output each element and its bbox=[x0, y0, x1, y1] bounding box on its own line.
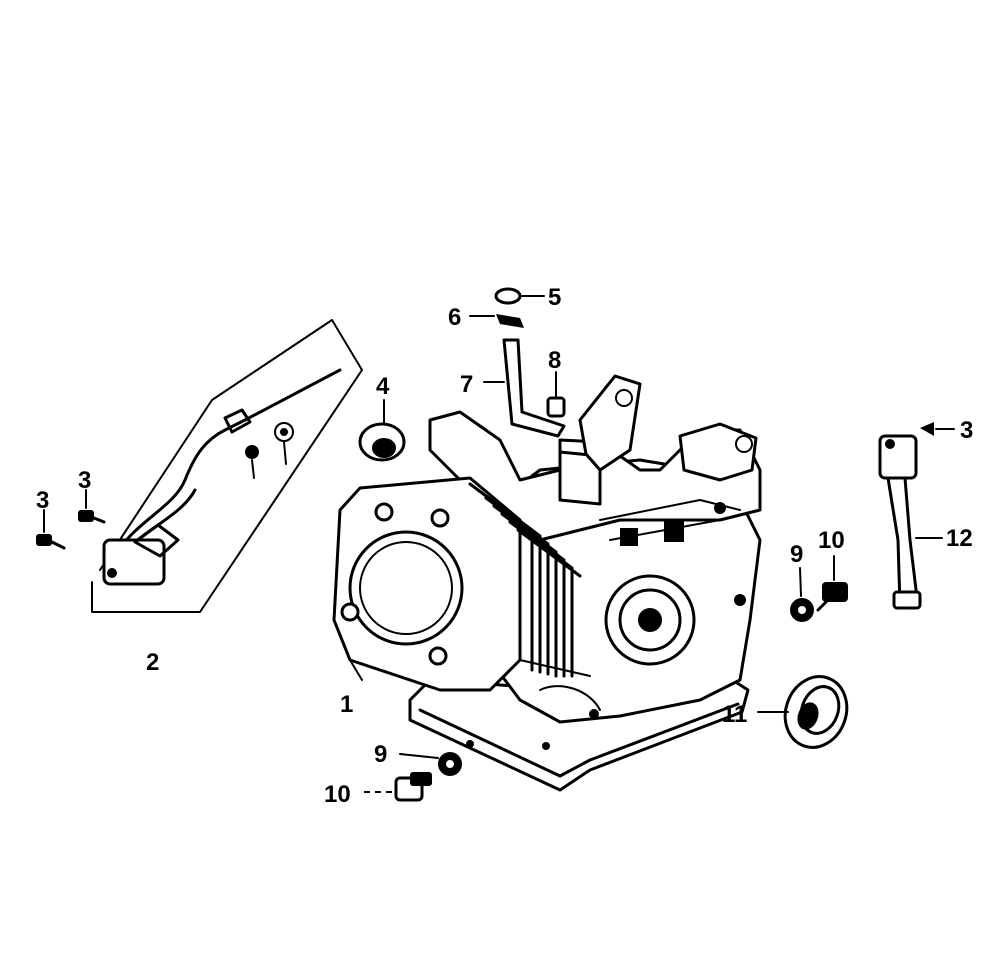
callout-1: 1 bbox=[340, 691, 353, 718]
callout-4: 4 bbox=[376, 373, 390, 400]
part-5-clip bbox=[494, 287, 545, 305]
callout-10-bottom: 10 bbox=[324, 781, 351, 808]
callout-10-right: 10 bbox=[818, 527, 845, 554]
callout-9-bottom: 9 bbox=[374, 741, 387, 768]
part-1-crankcase bbox=[332, 374, 762, 792]
part-6-washer bbox=[469, 314, 524, 328]
part-7-governor-shaft bbox=[483, 338, 566, 438]
callout-8: 8 bbox=[548, 347, 561, 374]
callout-3-left: 3 bbox=[36, 487, 49, 514]
bolt-10-right bbox=[816, 555, 848, 612]
callout-6: 6 bbox=[448, 304, 461, 331]
callout-7: 7 bbox=[460, 371, 473, 398]
washer-9-bottom bbox=[399, 752, 462, 776]
callout-3-mid: 3 bbox=[78, 467, 91, 494]
callout-12: 12 bbox=[946, 525, 973, 552]
part-11-oil-seal bbox=[757, 675, 849, 749]
bolt-3-left bbox=[36, 509, 66, 550]
bolt-3-mid bbox=[78, 489, 106, 524]
callout-3-right: 3 bbox=[960, 417, 973, 444]
part-12-wire-clip bbox=[878, 434, 943, 610]
bolt-3-right bbox=[920, 422, 955, 436]
callout-9-right: 9 bbox=[790, 541, 803, 568]
part-2-ignition-coil bbox=[91, 319, 363, 613]
part-8-pin bbox=[546, 371, 566, 418]
washer-9-right bbox=[790, 567, 814, 622]
bolt-10-bottom bbox=[364, 772, 432, 802]
part-4-plug bbox=[358, 399, 406, 462]
callout-5: 5 bbox=[548, 284, 561, 311]
callout-2: 2 bbox=[146, 649, 159, 676]
callout-11: 11 bbox=[722, 701, 747, 728]
